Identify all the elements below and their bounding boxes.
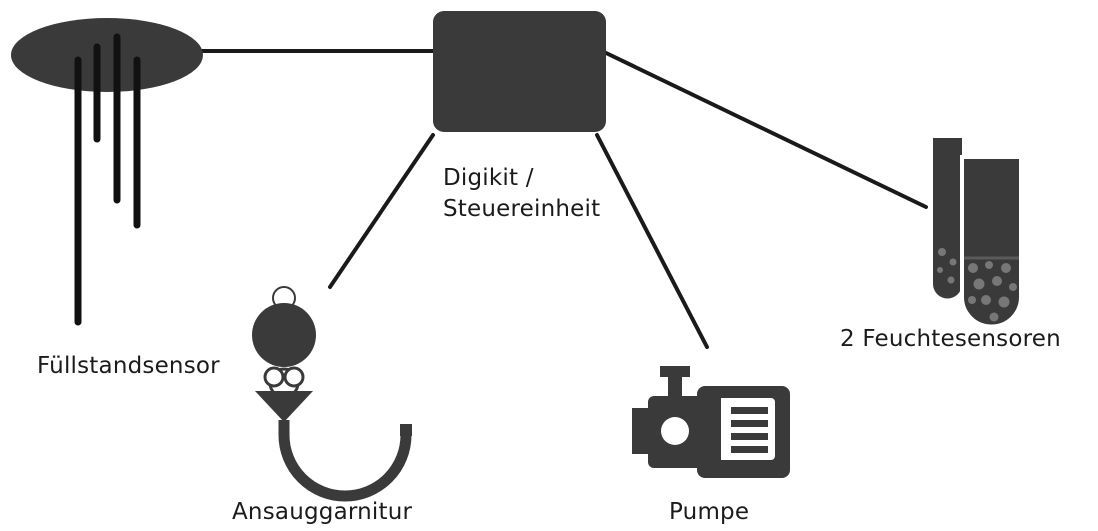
suction-set-label: Ansauggarnitur (232, 499, 413, 525)
connection-pump (595, 133, 709, 349)
control-unit-label-line2: Steuereinheit (443, 196, 601, 222)
control-unit-label-line1: Digikit / (443, 165, 534, 191)
moisture-sensors-icon (933, 138, 1023, 329)
level-sensor-label: Füllstandsensor (37, 353, 220, 379)
level-sensor-icon (11, 18, 203, 326)
pump-icon (632, 366, 790, 478)
suction-set-icon (252, 286, 412, 502)
control-unit-label: Digikit / Steuereinheit (443, 163, 600, 225)
moisture-sensors-label: 2 Feuchtesensoren (840, 326, 1061, 352)
control-unit-box (433, 11, 606, 132)
pump-label: Pumpe (669, 499, 750, 525)
connection-moisture-sensors (602, 50, 928, 209)
connection-suction-set (328, 133, 435, 289)
connection-lines (200, 49, 928, 349)
